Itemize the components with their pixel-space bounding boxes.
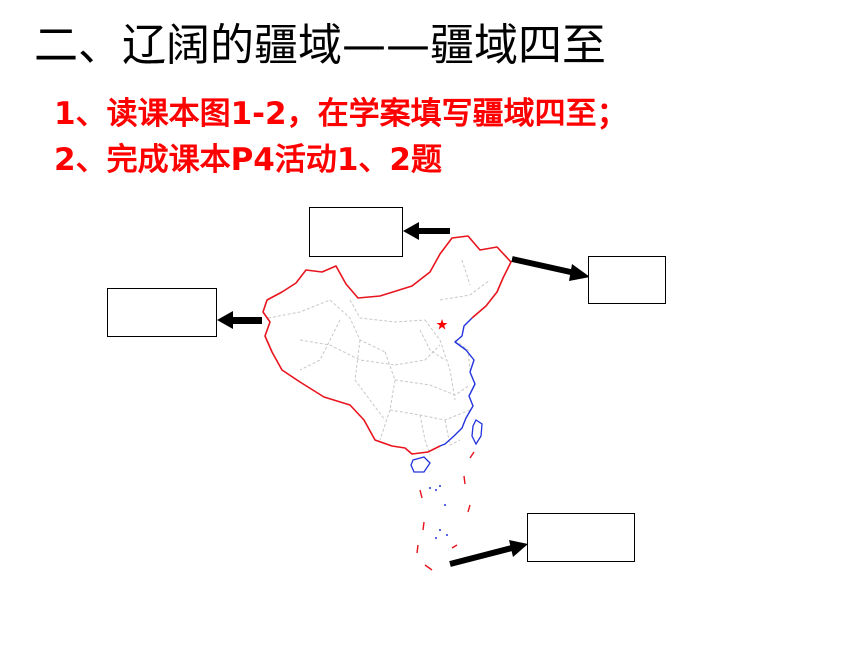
arrow-north [403, 222, 450, 240]
south-sea-boundary [416, 451, 475, 571]
task-item-2: 2、完成课本P4活动1、2题 [54, 142, 442, 178]
capital-star-icon [436, 319, 448, 330]
answer-box-east[interactable] [588, 256, 666, 304]
answer-box-north[interactable] [309, 207, 403, 257]
coastline [439, 317, 476, 447]
land-border [262, 235, 512, 455]
arrow-south [449, 540, 528, 567]
arrow-east [511, 256, 590, 281]
arrow-west [217, 311, 262, 329]
hainan-island [410, 456, 431, 473]
answer-box-south[interactable] [527, 513, 635, 562]
province-borders [267, 259, 491, 456]
taiwan-island [471, 419, 483, 446]
south-sea-islands [429, 485, 448, 539]
task-item-1: 1、读课本图1-2，在学案填写疆域四至； [54, 96, 628, 132]
slide-title: 二、辽阔的疆域——疆域四至 [34, 20, 606, 71]
answer-box-west[interactable] [107, 288, 217, 337]
